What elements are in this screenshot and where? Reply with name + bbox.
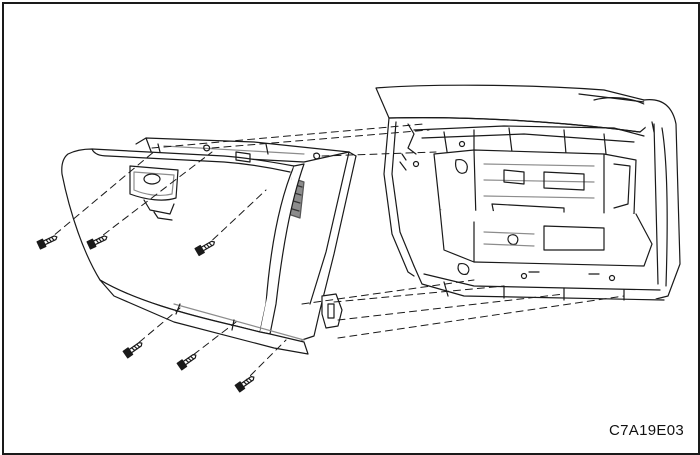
alignment-lines [45,123,625,385]
figure-code: C7A19E03 [609,422,684,439]
dashboard-recess-icon [375,84,681,301]
exploded-view-drawing [36,84,681,393]
screw-icon [36,235,255,393]
glove-box-icon [61,137,357,355]
